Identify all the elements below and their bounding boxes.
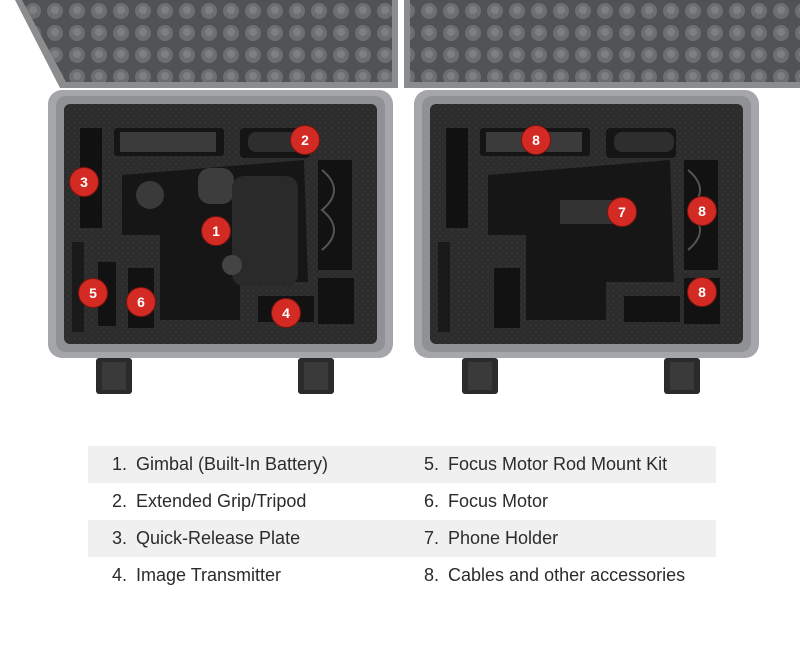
legend-label: Gimbal (Built-In Battery) [136, 454, 329, 474]
legend-row: 3. Quick-Release Plate 7. Phone Holder [88, 520, 716, 557]
legend-item: 7. Phone Holder [400, 528, 716, 549]
legend-number: 6. [423, 491, 439, 511]
legend-item: 8. Cables and other accessories [400, 565, 716, 586]
legend-label: Image Transmitter [136, 565, 282, 585]
legend-item: 1. Gimbal (Built-In Battery) [88, 454, 400, 475]
case-photo: 1 2 3 4 5 6 7 8 8 8 [15, 0, 800, 394]
legend-number: 5. [423, 454, 439, 474]
legend-table: 1. Gimbal (Built-In Battery) 5. Focus Mo… [88, 446, 716, 594]
legend-item: 6. Focus Motor [400, 491, 716, 512]
legend-number: 1. [111, 454, 127, 474]
callout-badge-5: 5 [78, 278, 108, 308]
callout-badge-3: 3 [69, 167, 99, 197]
callout-badge-2: 2 [290, 125, 320, 155]
callout-badge-8-middle: 8 [687, 196, 717, 226]
legend-row: 4. Image Transmitter 8. Cables and other… [88, 557, 716, 594]
legend-number: 3. [111, 528, 127, 548]
callout-badge-7: 7 [607, 197, 637, 227]
case-illustration [15, 0, 800, 394]
legend-label: Extended Grip/Tripod [136, 491, 307, 511]
legend-label: Phone Holder [448, 528, 559, 548]
legend-row: 1. Gimbal (Built-In Battery) 5. Focus Mo… [88, 446, 716, 483]
legend-label: Cables and other accessories [448, 565, 686, 585]
legend-item: 5. Focus Motor Rod Mount Kit [400, 454, 716, 475]
left-lid [15, 0, 398, 88]
legend-number: 4. [111, 565, 127, 585]
callout-badge-1: 1 [201, 216, 231, 246]
legend-label: Focus Motor [448, 491, 549, 511]
legend-label: Focus Motor Rod Mount Kit [448, 454, 668, 474]
legend-number: 2. [111, 491, 127, 511]
legend-item: 2. Extended Grip/Tripod [88, 491, 400, 512]
legend-row: 2. Extended Grip/Tripod 6. Focus Motor [88, 483, 716, 520]
legend-number: 7. [423, 528, 439, 548]
callout-badge-8-bottom: 8 [687, 277, 717, 307]
right-lid [404, 0, 800, 88]
callout-badge-6: 6 [126, 287, 156, 317]
callout-badge-8-top: 8 [521, 125, 551, 155]
legend-label: Quick-Release Plate [136, 528, 301, 548]
callout-badge-4: 4 [271, 298, 301, 328]
right-case [414, 90, 759, 394]
legend-item: 4. Image Transmitter [88, 565, 400, 586]
legend-number: 8. [423, 565, 439, 585]
legend-item: 3. Quick-Release Plate [88, 528, 400, 549]
